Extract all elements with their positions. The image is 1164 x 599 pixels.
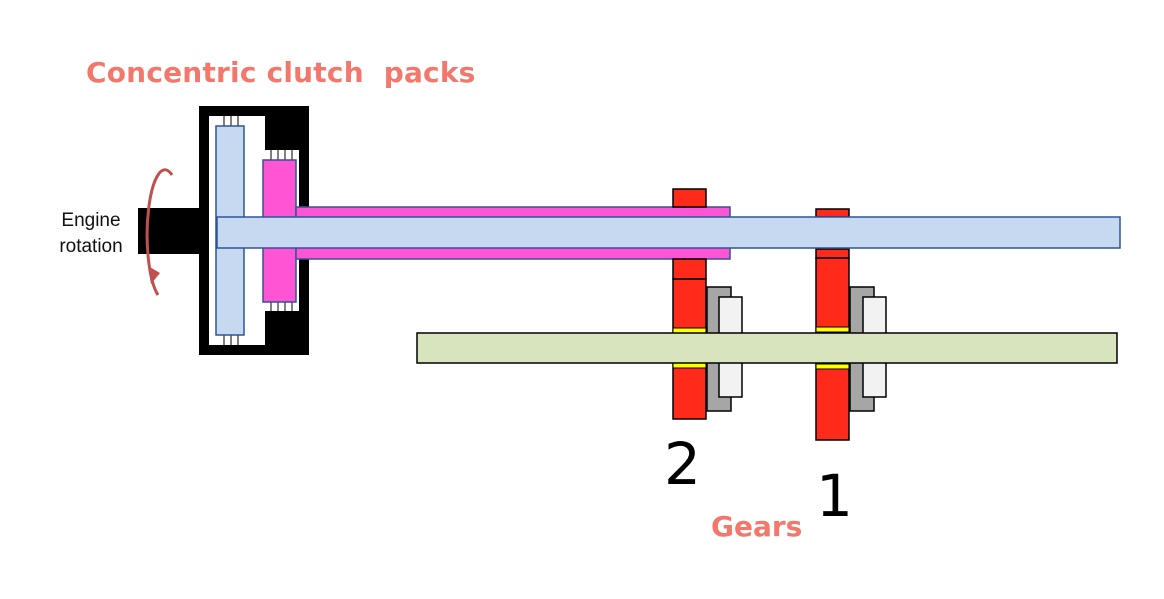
gear-2-label: 2 (664, 430, 701, 498)
inner-clutch-splines (270, 150, 293, 312)
engine-label-line-2: rotation (59, 236, 123, 257)
solid-input-shaft (216, 216, 1121, 249)
gear-1-label: 1 (816, 462, 853, 530)
diagram-title: Concentric clutch packs (86, 56, 476, 89)
countershaft (416, 332, 1118, 364)
clutch-housing (199, 106, 309, 355)
engine-rotation-label: Engine rotation (48, 208, 134, 260)
engine-label-line-1: Engine (61, 210, 121, 231)
gears-label: Gears (711, 510, 803, 543)
outer-clutch-splines (223, 116, 239, 345)
engine-rotation-arrow-icon (145, 168, 174, 296)
